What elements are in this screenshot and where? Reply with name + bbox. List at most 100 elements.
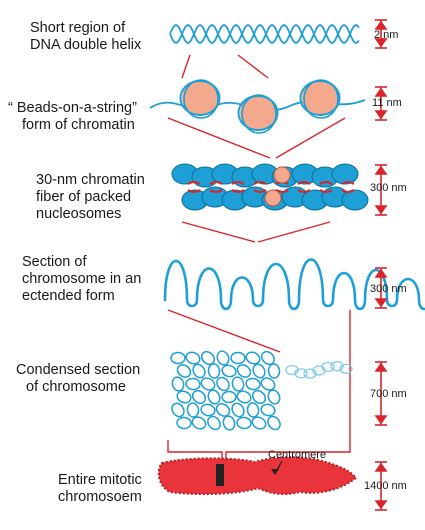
label-mitotic-chromosome: Entire mitotic chromosoem — [58, 472, 142, 506]
chromatin-coil — [207, 363, 221, 379]
scale-bar-arrow — [374, 165, 388, 175]
nucleosome-disc — [341, 189, 369, 211]
label-line: Short region of — [30, 20, 126, 36]
nucleosome-disc — [331, 163, 359, 185]
scale-bar — [374, 461, 388, 511]
linker-segment — [187, 181, 201, 193]
chromatin-coil — [267, 389, 281, 405]
chromatin-coil — [216, 350, 230, 366]
chromatin-coil — [207, 389, 221, 405]
label-condensed-section: Condensed section of chromosome — [16, 362, 140, 396]
connector-line — [225, 440, 351, 460]
chromatin-coil — [246, 402, 260, 418]
label-line: DNA double helix — [30, 37, 142, 53]
histone-core — [240, 95, 276, 131]
chromatin-coil — [215, 403, 231, 417]
scale-bar-arrow — [374, 268, 388, 278]
fiber-nucleosome — [331, 163, 359, 185]
label-chromatin-fiber: 30-nm chromatin fiber of packed nucleoso… — [36, 172, 145, 223]
scale-bar — [374, 19, 388, 49]
chromatin-coil — [267, 415, 281, 431]
fading-coil — [303, 368, 317, 379]
chromatin-coil — [231, 376, 245, 392]
chromatin-coil — [185, 377, 201, 391]
linker-segment — [297, 181, 311, 193]
scale-bar — [374, 361, 388, 426]
histone-core — [182, 80, 218, 116]
label-line: of chromosome — [26, 379, 126, 395]
scale-bar-arrow — [374, 205, 388, 215]
label-line: chromosome in an — [22, 271, 142, 287]
chromatin-coil — [200, 377, 216, 391]
connector-line — [167, 309, 281, 353]
connector-line — [181, 54, 191, 79]
scale-label-300nm-fiber: 300 nm — [370, 182, 407, 194]
mitotic-chromosome — [157, 456, 358, 496]
scale-bars — [374, 19, 388, 511]
scale-label-1400nm: 1400 nm — [364, 480, 407, 492]
dna-wrap — [237, 95, 279, 131]
label-line: nucleosomes — [36, 206, 122, 222]
dna-wrap — [299, 80, 341, 116]
chromatin-coil — [236, 416, 252, 430]
condensed-chromosome-section — [170, 350, 353, 431]
fading-coil — [330, 361, 344, 372]
connector-line — [167, 440, 223, 460]
linker-segment — [341, 181, 355, 193]
chromatin-coil — [251, 389, 267, 405]
fading-coil — [294, 368, 308, 379]
scale-bar-arrow — [374, 462, 388, 472]
chromosome-body — [157, 456, 358, 496]
helix-strand — [169, 24, 360, 44]
centromere-band — [216, 464, 224, 486]
fiber-nucleosome — [341, 189, 369, 211]
histone-core — [302, 80, 338, 116]
fading-coil — [321, 361, 335, 373]
label-beads-on-string: “ Beads-on-a-string” form of chromatin — [8, 100, 137, 134]
chromatin-coil — [176, 416, 192, 430]
chromatin-coil — [260, 403, 276, 417]
chromatin-coil — [176, 390, 192, 404]
chromatin-coil — [216, 376, 230, 392]
connector-lines — [167, 54, 351, 460]
connector-line — [275, 117, 346, 159]
label-line: chromosoem — [58, 489, 142, 505]
highlight-nucleosome — [264, 189, 282, 207]
chromatin-coil — [230, 351, 246, 365]
chromatin-coil — [207, 415, 221, 431]
chromatin-coil — [231, 402, 245, 418]
dna-wrap — [241, 94, 277, 134]
nucleosome — [299, 79, 341, 119]
connector-line — [237, 54, 269, 79]
nucleosome — [179, 79, 221, 119]
chromatin-coil — [192, 363, 206, 379]
centromere-label: Centromere — [268, 449, 327, 461]
linker-segment — [319, 181, 333, 193]
label-line: fiber of packed — [36, 189, 132, 205]
chromatin-coil — [191, 416, 207, 430]
label-line: form of chromatin — [22, 117, 135, 133]
scale-label-2nm: 2 nm — [374, 29, 399, 41]
chromatin-coil — [245, 351, 261, 365]
helix-strand — [169, 24, 360, 44]
chromatin-coil — [200, 403, 216, 417]
chromatin-coil — [222, 415, 236, 431]
chromatin-coil — [171, 402, 185, 418]
connector-line — [181, 221, 256, 243]
chromatin-coil — [221, 390, 237, 404]
chromatin-coil — [221, 364, 237, 378]
scale-bar-arrow — [374, 500, 388, 510]
connector-line — [167, 117, 271, 159]
chromatin-coil — [200, 350, 216, 366]
scale-bar-arrow — [374, 362, 388, 372]
label-line: 30-nm chromatin — [36, 172, 145, 188]
chromatin-coil — [191, 389, 207, 405]
label-line: Entire mitotic — [58, 472, 142, 488]
chromatin-coil — [245, 377, 261, 391]
scale-bar-arrow — [374, 87, 388, 97]
chromatin-coil — [260, 377, 276, 391]
linker-segment — [253, 181, 267, 193]
scale-bar — [374, 164, 388, 216]
linker-segment — [209, 181, 223, 193]
